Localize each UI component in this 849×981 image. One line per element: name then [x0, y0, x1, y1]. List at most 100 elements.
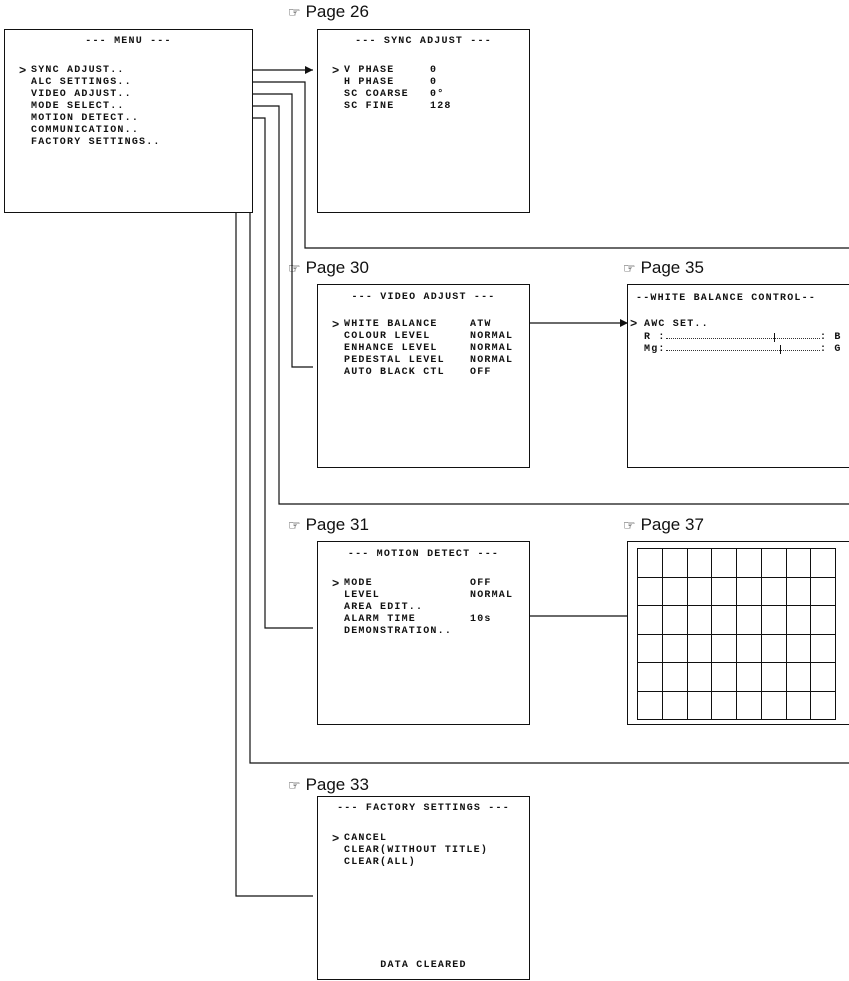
grid-cell[interactable] [810, 633, 836, 663]
grid-cell[interactable] [686, 662, 713, 692]
grid-cell[interactable] [661, 576, 688, 606]
grid-cell[interactable] [736, 576, 762, 606]
page-ref-30: ☞Page 30 [288, 258, 369, 279]
grid-cell[interactable] [661, 605, 688, 635]
grid-cell[interactable] [637, 548, 663, 578]
grid-cell[interactable] [637, 576, 663, 606]
grid-cell[interactable] [760, 576, 787, 606]
caret-right-icon: > [630, 317, 639, 331]
grid-cell[interactable] [760, 633, 787, 663]
grid-cell[interactable] [785, 576, 812, 606]
motion_detect-item[interactable]: AREA EDIT.. [344, 602, 452, 614]
main_menu-item[interactable]: >SYNC ADJUST.. [19, 65, 161, 77]
main_menu-item[interactable]: MOTION DETECT.. [31, 113, 161, 125]
grid-cell[interactable] [810, 576, 836, 606]
grid-cell[interactable] [637, 633, 663, 663]
page-ref-label: Page 33 [305, 775, 369, 794]
grid-cell[interactable] [661, 690, 688, 720]
factory-settings-title: --- FACTORY SETTINGS --- [337, 803, 510, 814]
grid-cell[interactable] [736, 633, 762, 663]
wb-slider-right-label: : B [820, 332, 842, 343]
sync_adjust-item-value: 0° [430, 89, 445, 100]
grid-cell[interactable] [736, 548, 762, 578]
motion_detect-item-label: LEVEL [344, 590, 381, 601]
grid-cell[interactable] [711, 576, 737, 606]
grid-cell[interactable] [711, 662, 737, 692]
main_menu-item[interactable]: MODE SELECT.. [31, 101, 161, 113]
grid-cell[interactable] [760, 605, 787, 635]
motion-detect-title: --- MOTION DETECT --- [347, 549, 500, 560]
grid-cell[interactable] [760, 548, 787, 578]
factory_settings-item[interactable]: CLEAR(WITHOUT TITLE) [344, 845, 488, 857]
grid-cell[interactable] [785, 605, 812, 635]
main_menu-item[interactable]: ALC SETTINGS.. [31, 77, 161, 89]
grid-cell[interactable] [736, 662, 762, 692]
wb-slider-row[interactable]: R :: B [644, 332, 848, 344]
grid-cell[interactable] [661, 548, 688, 578]
grid-cell[interactable] [810, 690, 836, 720]
motion_detect-item[interactable]: DEMONSTRATION.. [344, 626, 452, 638]
grid-cell[interactable] [785, 548, 812, 578]
sync_adjust-item-value: 128 [430, 101, 452, 112]
grid-cell[interactable] [810, 662, 836, 692]
grid-cell[interactable] [711, 548, 737, 578]
main_menu-item-label: ALC SETTINGS.. [31, 77, 132, 88]
pointing-hand-icon: ☞ [288, 778, 301, 794]
grid-cell[interactable] [736, 605, 762, 635]
main_menu-item[interactable]: VIDEO ADJUST.. [31, 89, 161, 101]
grid-cell[interactable] [686, 548, 713, 578]
grid-cell[interactable] [785, 690, 812, 720]
grid-cell[interactable] [711, 633, 737, 663]
factory_settings-item[interactable]: >CANCEL [332, 833, 488, 845]
video_adjust-item[interactable]: AUTO BLACK CTL OFF [344, 367, 490, 379]
grid-cell[interactable] [785, 633, 812, 663]
grid-cell[interactable] [760, 662, 787, 692]
page-ref-label: Page 26 [305, 2, 369, 21]
grid-cell[interactable] [637, 662, 663, 692]
grid-cell[interactable] [686, 576, 713, 606]
grid-cell[interactable] [661, 633, 688, 663]
video_adjust-item-value: OFF [470, 367, 492, 378]
grid-cell[interactable] [785, 662, 812, 692]
grid-cell[interactable] [661, 662, 688, 692]
wb-slider-row[interactable]: Mg:: G [644, 344, 848, 356]
grid-cell[interactable] [686, 690, 713, 720]
main_menu-item-label: COMMUNICATION.. [31, 125, 140, 136]
sync-adjust-title: --- SYNC ADJUST --- [355, 36, 492, 47]
page-ref-37: ☞Page 37 [623, 515, 704, 536]
main_menu-item[interactable]: FACTORY SETTINGS.. [31, 137, 161, 149]
grid-row [637, 633, 836, 663]
sync_adjust-item-value: 0 [430, 65, 438, 76]
factory_settings-item[interactable]: CLEAR(ALL) [344, 857, 488, 869]
grid-cell[interactable] [760, 690, 787, 720]
grid-cell[interactable] [637, 605, 663, 635]
grid-cell[interactable] [637, 690, 663, 720]
grid-cell[interactable] [736, 690, 762, 720]
grid-cell[interactable] [686, 633, 713, 663]
main_menu-item[interactable]: COMMUNICATION.. [31, 125, 161, 137]
wb-slider-right-label: : G [820, 344, 842, 355]
grid-cell[interactable] [711, 690, 737, 720]
grid-cell[interactable] [711, 605, 737, 635]
grid-cell[interactable] [810, 548, 836, 578]
main-menu-title: --- MENU --- [85, 36, 172, 47]
video_adjust-item-label: AUTO BLACK CTL [344, 367, 445, 378]
grid-cell[interactable] [810, 605, 836, 635]
grid-cell[interactable] [686, 605, 713, 635]
grid-row [637, 662, 836, 692]
